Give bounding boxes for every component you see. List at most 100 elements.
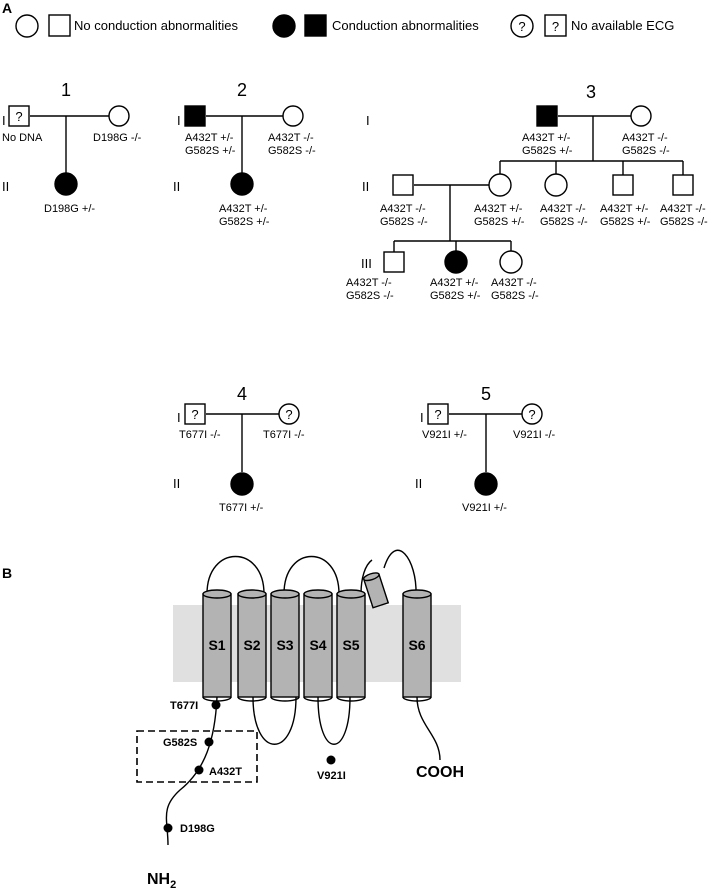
pore-helix [362,572,390,609]
pedigree-2: 2 I II A432T +/- G582S +/- A432T -/- G58… [173,80,316,228]
legend-affected-male-symbol [304,14,327,37]
legend-no-ecg-female-symbol [510,14,534,38]
mutation-d198g-label: D198G [180,823,215,835]
pedigree-3-gen3-daughter [499,250,523,274]
pedigree-1-father [8,105,30,127]
mutation-v921i-label: V921I [317,770,346,782]
pedigree-3-gen1-female-genotype-2: G582S -/- [622,145,670,157]
legend-no-ecg-male-symbol [544,14,567,37]
pedigree-5-mother-q: ? [528,407,535,422]
segment-s4-label: S4 [309,637,326,653]
pedigree-5-child-genotype: V921I +/- [462,502,507,514]
mutation-a432t-dot [194,765,204,775]
pedigree-2-mother [282,105,304,127]
pedigree-3-gen3-son-genotype-1: A432T -/- [346,277,392,289]
pedigree-3-gen3-son [383,251,405,273]
segment-s5-label: S5 [342,637,359,653]
segment-s3-label: S3 [276,637,293,653]
mutation-t677i-dot [211,700,221,710]
pedigree-3-gen3-daughter-genotype-1: A432T -/- [491,277,537,289]
pedigree-4-mother-genotype: T677I -/- [263,429,305,441]
legend-no-ecg-label: No available ECG [571,18,674,33]
pedigree-5-gen-i: I [420,410,424,425]
pedigree-3-gen2-daughter-1 [488,173,512,197]
pedigree-3-gen1-male [536,105,558,127]
pedigree-3-gen1-male-genotype-1: A432T +/- [522,132,571,144]
legend-unaffected-male-symbol [48,14,71,37]
pedigree-1-gen-i: I [2,113,6,128]
pedigree-3-gen3-daughter-affected-genotype-2: G582S +/- [430,290,481,302]
pedigree-5-mother-genotype: V921I -/- [513,429,556,441]
pedigree-4-gen-ii: II [173,476,180,491]
pedigree-4-father-genotype: T677I -/- [179,429,221,441]
panel-a-label: A [2,0,12,16]
pedigree-3-gen2-daughter-2-genotype-2: G582S -/- [540,216,588,228]
pedigree-2-mother-genotype-2: G582S -/- [268,145,316,157]
pedigree-2-number: 2 [237,80,247,100]
segment-s1-label: S1 [208,637,225,653]
pedigree-3-gen2-daughter-1-genotype-2: G582S +/- [474,216,525,228]
legend-unaffected-female-symbol [15,14,39,38]
pedigree-1-child-genotype: D198G +/- [44,203,95,215]
mutation-d198g-dot [163,823,173,833]
pedigree-3-gen2-spouse-genotype-1: A432T -/- [380,203,426,215]
pedigree-3-gen3-daughter-affected-genotype-1: A432T +/- [430,277,479,289]
pedigree-5-mother [521,403,543,425]
pedigree-4-father [184,403,206,425]
pedigree-3-gen2-son-1-genotype-1: A432T +/- [600,203,649,215]
pedigree-3-number: 3 [586,82,596,102]
helix-s2 [237,589,267,702]
pedigree-1-mother-genotype: D198G -/- [93,132,142,144]
pedigree-4-child-genotype: T677I +/- [219,502,264,514]
legend-conduction-label: Conduction abnormalities [332,18,479,33]
pedigree-4-mother-q: ? [285,407,292,422]
pedigree-4-mother [278,403,300,425]
pedigree-5-father-q: ? [434,407,441,422]
helix-s1 [202,589,232,702]
pedigree-2-father-genotype-1: A432T +/- [185,132,234,144]
pedigree-4: 4 I II ? ? T677I -/- T677I -/- T677I +/- [173,384,305,514]
n-terminus-subscript: 2 [170,879,176,888]
pedigree-4-father-q: ? [191,407,198,422]
pedigree-3-gen3-daughter-genotype-2: G582S -/- [491,290,539,302]
pedigree-2-father-genotype-2: G582S +/- [185,145,236,157]
pedigree-2-father [184,105,206,127]
pedigree-3-gen1-female [630,105,652,127]
pedigree-3-gen-i: I [366,113,370,128]
pedigree-3-gen3-daughter-affected [444,250,468,274]
pedigree-4-child [230,472,254,496]
pedigree-3: 3 I II III A432T +/- G582S +/- A432T -/-… [346,82,708,302]
segment-s6-label: S6 [408,637,425,653]
mutation-t677i-label: T677I [170,700,198,712]
n-terminus-nh: NH [147,871,170,888]
n-terminus-label: NH2 [147,871,176,888]
pedigree-3-gen2-daughter-2 [544,173,568,197]
mutation-v921i-dot [326,755,336,765]
pedigree-3-gen2-son-1 [612,174,634,196]
pedigree-3-gen2-son-1-genotype-2: G582S +/- [600,216,651,228]
pedigree-3-gen2-son-2-genotype-1: A432T -/- [660,203,706,215]
mutation-g582s-label: G582S [163,737,197,749]
pedigree-4-gen-i: I [177,410,181,425]
helix-s6 [402,589,432,702]
pedigree-3-gen2-son-2-genotype-2: G582S -/- [660,216,708,228]
pedigree-4-number: 4 [237,384,247,404]
pedigree-3-gen-ii: II [362,179,369,194]
helix-s3 [270,589,300,702]
ion-channel-diagram: S1 S2 S3 S4 S5 S6 T677I G582S A432T D198… [136,549,464,888]
pedigree-1-father-note: No DNA [2,132,43,144]
pedigree-2-child-genotype-1: A432T +/- [219,203,268,215]
pedigree-3-gen2-son-2 [672,174,694,196]
pedigree-2-child-genotype-2: G582S +/- [219,216,270,228]
pedigree-1-father-q: ? [15,109,22,124]
mutation-box [136,730,258,783]
pedigree-3-gen2-spouse-genotype-2: G582S -/- [380,216,428,228]
pedigree-3-gen3-son-genotype-2: G582S -/- [346,290,394,302]
pedigree-1-gen-ii: II [2,179,9,194]
pedigree-5-father-genotype: V921I +/- [422,429,467,441]
legend-no-conduction-label: No conduction abnormalities [74,18,239,33]
mutation-g582s-dot [204,737,214,747]
pedigree-5-father [427,403,449,425]
pedigree-5: 5 I II ? ? V921I +/- V921I -/- V921I +/- [415,384,556,514]
